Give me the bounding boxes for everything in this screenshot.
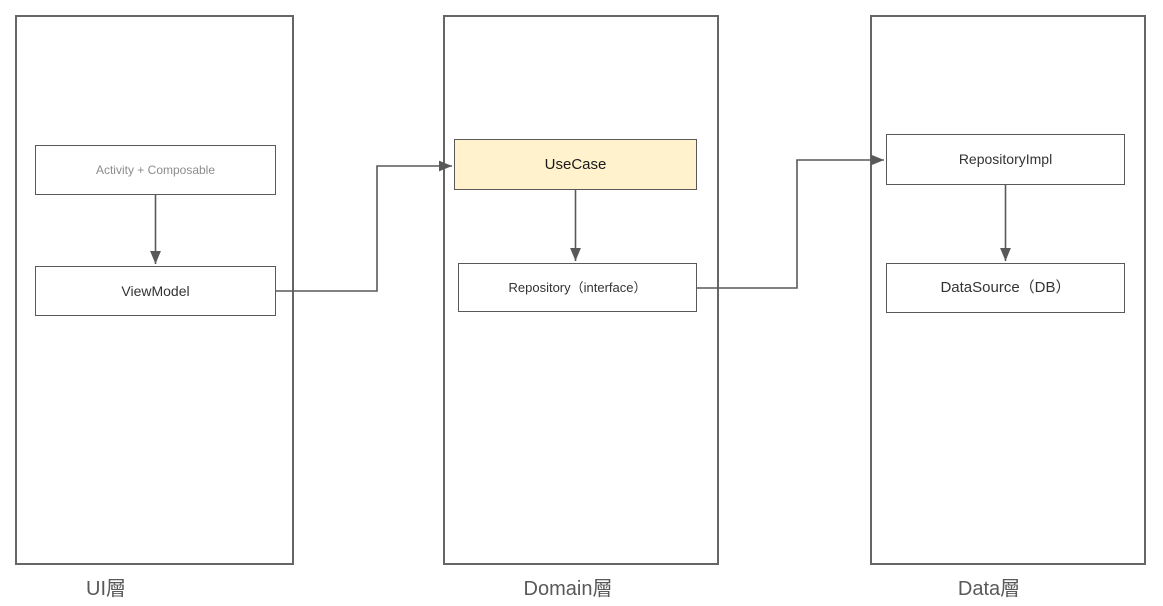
arrow-viewmodel-to-usecase xyxy=(276,160,452,292)
node-activity-composable: Activity + Composable xyxy=(35,145,276,195)
node-viewmodel: ViewModel xyxy=(35,266,276,316)
layer-label-data: Data層 xyxy=(957,578,1021,600)
node-datasource-db: DataSource（DB） xyxy=(886,263,1125,313)
node-repositoryimpl: RepositoryImpl xyxy=(886,134,1125,185)
node-repository-interface: Repository（interface） xyxy=(458,263,697,312)
layer-label-domain: Domain層 xyxy=(523,578,613,600)
layer-label-ui: UI層 xyxy=(86,578,126,600)
node-usecase: UseCase xyxy=(454,139,697,190)
arrow-repository-to-repositoryimpl xyxy=(697,154,884,289)
